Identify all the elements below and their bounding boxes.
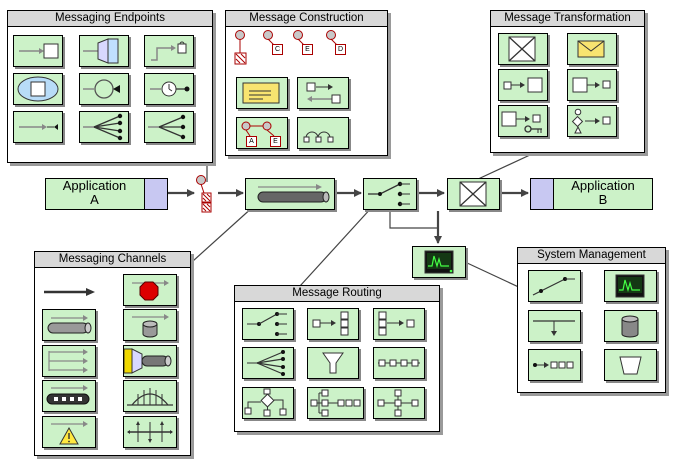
messaging-endpoint-icon[interactable] [13,73,63,105]
envelope-wrapper-icon[interactable] [567,33,617,65]
event-message-icon[interactable]: E [293,29,317,61]
message-channel-node[interactable] [245,178,335,210]
document-message-icon[interactable]: D [326,29,350,61]
datatype-channel-icon[interactable] [123,309,177,341]
application-b-line2: B [598,192,608,207]
message-transformation-panel: Message Transformation [490,10,645,153]
messaging-mapper-icon[interactable] [79,35,129,67]
wire-tap-icon[interactable] [528,310,581,342]
messaging-bridge-icon[interactable] [123,380,177,412]
aggregator-icon[interactable] [373,308,425,340]
application-b-endpoint [531,179,554,209]
content-based-router-icon[interactable] [242,308,294,340]
message-translator-node[interactable] [447,178,500,210]
recipient-list-icon[interactable] [242,347,294,379]
application-a-label: Application A [46,179,143,207]
envelope-wrapper-icon[interactable] [236,77,288,109]
system-monitor-icon[interactable] [604,270,657,302]
message-icon[interactable] [232,29,256,71]
application-a-line1: Application [62,178,127,193]
content-filter-icon[interactable] [567,69,617,101]
message-bus-icon[interactable] [123,416,177,448]
application-a-endpoint [144,179,167,209]
letter-e-box: E [302,44,313,55]
normalizer-icon[interactable] [567,105,617,137]
channel-purger-icon[interactable] [604,349,657,381]
letter-d-box: D [335,44,346,55]
point-to-point-channel-icon[interactable] [42,309,96,341]
application-a-box[interactable]: Application A [45,178,168,210]
event-driven-consumer-icon[interactable] [144,73,194,105]
publish-subscribe-channel-icon[interactable] [42,345,96,377]
command-message-icon[interactable]: C [263,29,287,61]
claim-check-icon[interactable] [498,105,548,137]
panel-title: System Management [518,248,665,264]
message-filter-icon[interactable] [307,347,359,379]
message-pin-icon[interactable] [194,174,218,216]
message-dispatcher-icon[interactable] [144,111,194,143]
letter-c-box: C [272,44,283,55]
channel-arrow-icon[interactable] [42,280,98,304]
message-sequence-icon[interactable] [297,117,349,149]
messaging-channels-panel: Messaging Channels [34,251,191,456]
message-translator-icon[interactable] [498,33,548,65]
panel-title: Message Transformation [491,11,644,27]
resequencer-icon[interactable] [373,347,425,379]
messaging-gateway-icon[interactable] [13,35,63,67]
transactional-client-icon[interactable] [144,35,194,67]
scatter-gather-icon[interactable] [307,387,364,419]
letter-e-box: E [270,136,281,147]
smart-proxy-icon[interactable] [528,349,581,381]
dead-letter-channel-icon[interactable] [123,274,177,306]
panel-title: Message Routing [235,286,439,302]
messaging-endpoints-panel: Messaging Endpoints [7,10,213,163]
application-b-label: Application B [554,179,652,207]
content-enricher-icon[interactable] [498,69,548,101]
correlation-identifier-icon[interactable]: A E [236,117,288,149]
request-reply-icon[interactable] [297,77,349,109]
message-routing-panel: Message Routing [234,285,440,432]
panel-title: Message Construction [226,11,387,27]
composed-message-processor-icon[interactable] [242,387,294,419]
letter-a-box: A [246,136,257,147]
message-router-node[interactable] [363,178,417,210]
invalid-message-channel-icon[interactable] [42,416,96,448]
panel-title: Messaging Endpoints [8,11,212,27]
control-bus-icon[interactable] [528,270,581,302]
message-store-icon[interactable] [604,310,657,342]
message-construction-panel: Message Construction C E D A E [225,10,388,156]
application-a-line2: A [90,192,99,207]
application-b-line1: Application [571,178,635,193]
panel-title: Messaging Channels [35,252,190,268]
competing-consumers-icon[interactable] [79,111,129,143]
splitter-icon[interactable] [307,308,359,340]
polling-consumer-icon[interactable] [79,73,129,105]
routing-slip-icon[interactable] [373,387,425,419]
monitor-node[interactable] [412,246,466,278]
system-management-panel: System Management [517,247,666,393]
application-b-box[interactable]: Application B [530,178,653,210]
channel-adapter-icon[interactable] [123,345,177,377]
service-activator-icon[interactable] [13,111,63,143]
guaranteed-delivery-icon[interactable] [42,380,96,412]
